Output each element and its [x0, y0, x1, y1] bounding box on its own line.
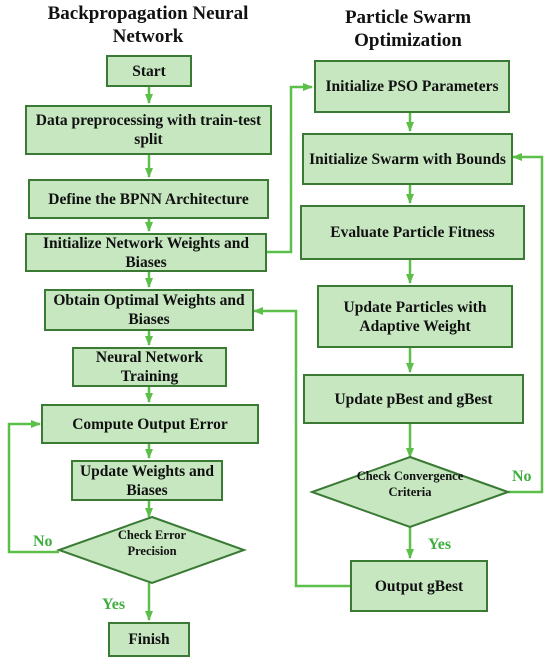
check-convergence-criteria-label[interactable]: Check Convergence Criteria [356, 469, 464, 499]
arrow-init-weights-to-pso [267, 83, 313, 254]
arrow-gbest-to-obtain [253, 307, 350, 588]
pso-no-label: No [512, 468, 532, 485]
define-bpnn-architecture-node[interactable]: Define the BPNN Architecture [28, 179, 269, 219]
error-precision-diamond-shape [56, 515, 247, 585]
update-particles-node[interactable]: Update Particles with Adaptive Weight [317, 285, 513, 348]
start-node[interactable]: Start [106, 55, 192, 87]
pso-yes-label: Yes [428, 536, 452, 553]
initialize-network-weights-node[interactable]: Initialize Network Weights and Biases [25, 233, 267, 272]
pso-column-title: Particle Swarm Optimization [344, 7, 472, 51]
initialize-swarm-node[interactable]: Initialize Swarm with Bounds [302, 133, 513, 185]
finish-node[interactable]: Finish [108, 622, 190, 657]
output-gbest-node[interactable]: Output gBest [350, 560, 488, 612]
update-pbest-gbest-node[interactable]: Update pBest and gBest [303, 374, 524, 424]
initialize-pso-parameters-node[interactable]: Initialize PSO Parameters [314, 60, 510, 113]
bpnn-no-label: No [33, 533, 53, 550]
obtain-optimal-weights-node[interactable]: Obtain Optimal Weights and Biases [44, 289, 254, 331]
update-weights-node[interactable]: Update Weights and Biases [71, 460, 223, 501]
convergence-diamond-shape [309, 455, 511, 529]
bpnn-yes-label: Yes [102, 596, 126, 613]
compute-output-error-node[interactable]: Compute Output Error [41, 404, 259, 444]
arrow-convergence-no-loop [508, 153, 544, 494]
arrow-check-no-loop [7, 420, 59, 554]
check-error-precision-label[interactable]: Check Error Precision [117, 528, 187, 558]
evaluate-particle-fitness-node[interactable]: Evaluate Particle Fitness [300, 205, 525, 260]
data-preprocessing-node[interactable]: Data preprocessing with train-test split [25, 105, 272, 155]
neural-network-training-node[interactable]: Neural Network Training [72, 347, 227, 387]
bpnn-column-title: Backpropagation Neural Network [47, 3, 249, 47]
